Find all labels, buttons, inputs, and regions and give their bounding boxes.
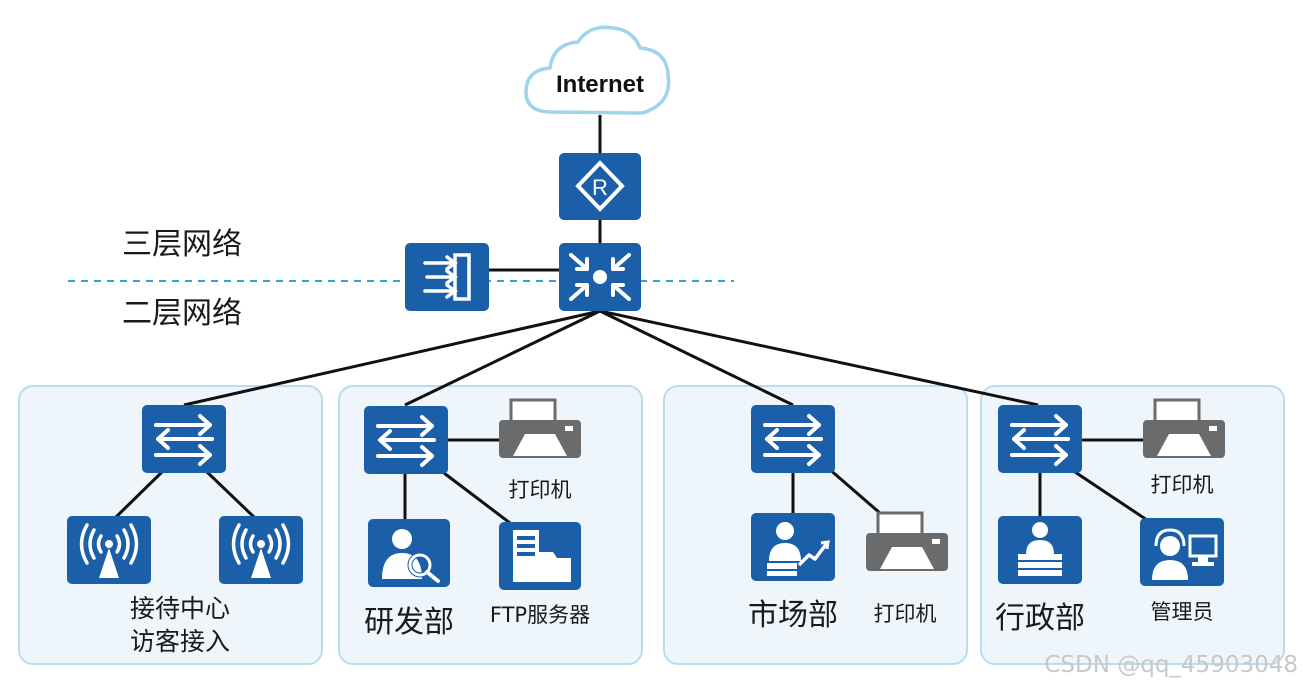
market-printer-label: 打印机 xyxy=(874,602,937,626)
admin-dept-label: 行政部 xyxy=(995,601,1085,636)
firewall-icon xyxy=(405,243,489,311)
access-point-icon xyxy=(65,514,153,586)
ftp-server-label: FTP服务器 xyxy=(490,603,590,627)
cloud-icon xyxy=(524,25,671,115)
links xyxy=(113,115,1151,525)
headset-user-icon xyxy=(1140,518,1224,586)
svg-text:R: R xyxy=(592,175,608,200)
person-icon xyxy=(368,519,450,587)
person-icon xyxy=(751,513,835,581)
reception-group-panel xyxy=(18,385,323,665)
admin-printer-label: 打印机 xyxy=(1151,473,1214,497)
access-point-icon xyxy=(217,514,305,586)
server-icon xyxy=(499,522,581,590)
admin-manager-label: 管理员 xyxy=(1151,600,1214,624)
rnd-dept-label: 研发部 xyxy=(364,605,454,640)
layer2-label: 二层网络 xyxy=(122,296,242,331)
admin-switch-icon xyxy=(996,403,1084,475)
market-dept-label: 市场部 xyxy=(748,598,838,633)
reception-label-line2: 访客接入 xyxy=(130,627,230,656)
person-icon xyxy=(998,516,1082,584)
internet-cloud: Internet xyxy=(524,25,671,115)
reception-switch-icon xyxy=(140,403,228,475)
router-icon: R xyxy=(559,153,641,220)
market-switch-icon xyxy=(749,403,837,475)
watermark: CSDN @qq_45903048 xyxy=(1044,652,1298,678)
layer3-label: 三层网络 xyxy=(122,227,242,262)
rnd-printer-label: 打印机 xyxy=(509,478,572,502)
rnd-switch-icon xyxy=(362,404,450,476)
internet-label: Internet xyxy=(556,71,644,98)
reception-label-line1: 接待中心 xyxy=(130,594,230,623)
core-switch-icon xyxy=(559,243,641,311)
